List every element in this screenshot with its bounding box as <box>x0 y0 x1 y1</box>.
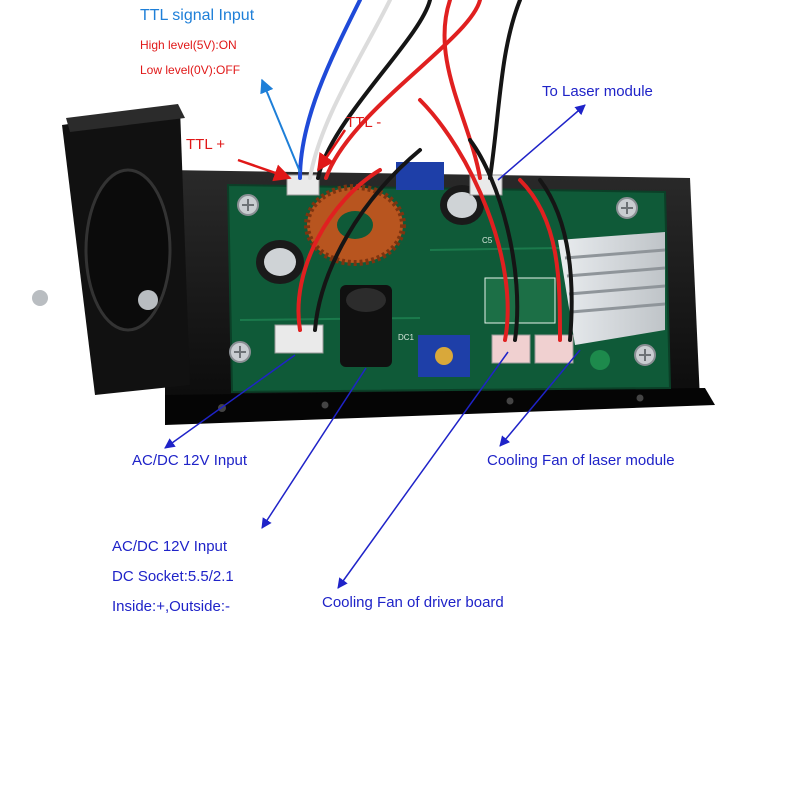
arrow-acdc-input <box>164 354 296 449</box>
cooling-fan <box>32 104 190 395</box>
arrow-to-laser <box>497 104 586 181</box>
to-laser-module-label: To Laser module <box>542 83 653 100</box>
connectors <box>274 174 574 364</box>
arrow-fan-driver <box>337 351 509 589</box>
acdc-input-label: AC/DC 12V Input <box>132 452 248 469</box>
ttl-minus-label: TTL - <box>346 114 382 131</box>
ttl-signal-title: TTL signal Input <box>140 7 255 24</box>
arrow-dc-socket <box>261 367 367 529</box>
arrow-ttl-signal <box>260 78 301 173</box>
fan-laser-module-label: Cooling Fan of laser module <box>487 452 675 469</box>
ttl-plus-label: TTL + <box>186 136 226 153</box>
ttl-low-level: Low level(0V):OFF <box>140 63 241 77</box>
capacitors <box>256 185 484 284</box>
ttl-high-level: High level(5V):ON <box>140 38 237 52</box>
wires <box>296 0 574 342</box>
fan-driver-board-label: Cooling Fan of driver board <box>322 594 504 611</box>
heat-sink <box>558 232 666 345</box>
arrow-ttl-plus <box>237 158 292 182</box>
potentiometers <box>396 162 470 377</box>
dc-socket-polarity-label: Inside:+,Outside:- <box>112 598 230 615</box>
dc-socket <box>340 285 392 367</box>
screws <box>229 194 656 366</box>
silkscreen-dc1: DC1 <box>398 333 415 342</box>
arrow-ttl-minus <box>316 129 347 172</box>
dc-socket-input-label: AC/DC 12V Input <box>112 538 228 555</box>
dc-socket-spec-label: DC Socket:5.5/2.1 <box>112 568 234 585</box>
arrow-fan-laser <box>499 349 581 447</box>
annotation-arrows <box>164 78 586 589</box>
silkscreen-c5: C5 <box>482 236 493 245</box>
